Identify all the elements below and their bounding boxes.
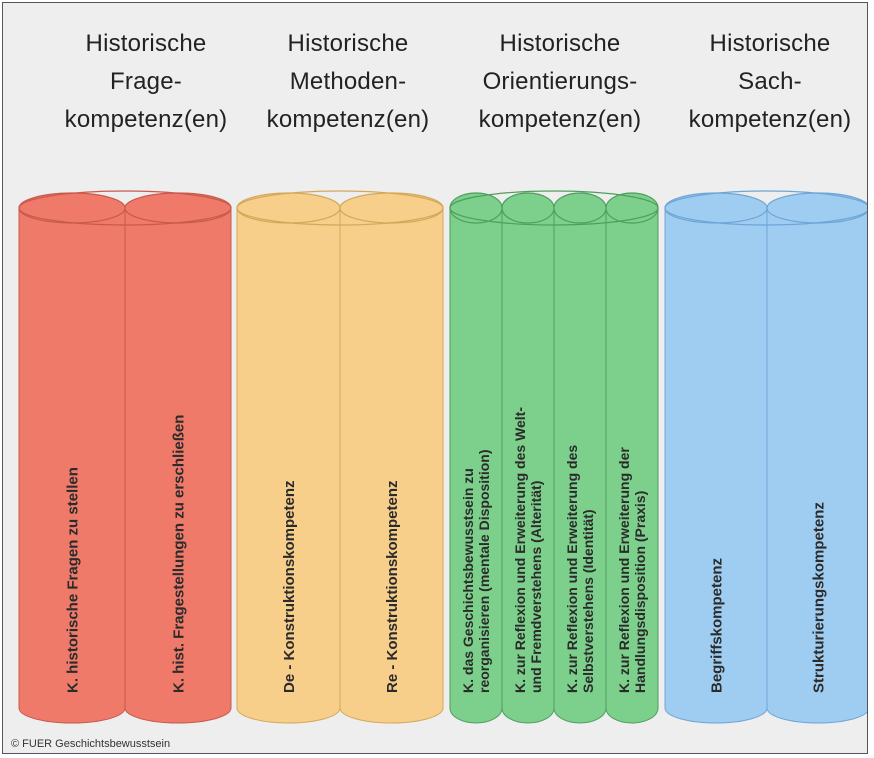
competence-label-line: K. das Geschichtsbewusstsein zu [460,468,476,693]
cylinder-top [339,192,444,224]
cylinder-group-methoden: De - Konstruktionskompetenz Re - Konstruk… [236,190,444,724]
column-title-orientierung: Historische Orientierungs- kompetenz(en) [455,25,665,139]
cylinder-body [124,207,232,724]
column-title-sach: Historische Sach- kompetenz(en) [665,25,867,139]
column-title-line: Historische [499,30,621,57]
column-title-line: Orientierungs- [482,68,638,95]
competence-label-line: Selbstverstehens (Identität) [580,509,596,693]
column-title-line: kompetenz(en) [688,106,852,133]
competence-label-line: K. zur Reflexion und Erweiterung der [616,447,632,693]
column-title-line: Historische [85,30,207,57]
column-title-line: kompetenz(en) [64,106,228,133]
competence-label-line: Handlungsdisposition (Praxis) [632,491,648,693]
cylinder-rim [449,190,659,226]
cylinder-body [449,207,503,724]
cylinder-top [664,192,768,224]
cylinder-group-sach: Begriffskompetenz Strukturierungskompeten… [664,190,867,724]
cylinder-body [553,207,607,724]
column-title-line: Sach- [738,68,802,95]
competence-label: Strukturierungskompetenz [810,502,827,693]
cylinder-body [18,207,126,724]
cylinder-rim [664,190,867,226]
copyright-notice: © FUER Geschichtsbewusstsein [11,738,171,750]
competence-label-line: reorganisieren (mentale Disposition) [476,450,492,694]
competence-label: K. hist. Fragestellungen zu erschließen [170,415,187,693]
cylinders-diagram: K. historische Fragen zu stellen K. hist.… [18,190,867,724]
cylinder-top [553,192,607,224]
cylinder-group-frage: K. historische Fragen zu stellen K. hist.… [18,190,232,724]
cylinder-body [236,207,341,724]
cylinder-top [18,192,126,224]
competence-label: Begriffskompetenz [708,558,725,693]
cylinder-top [449,192,503,224]
competence-label-line: Begriffskompetenz [708,558,725,693]
column-title-line: Historische [709,30,831,57]
cylinder-body [664,207,768,724]
column-title-line: Methoden- [289,68,407,95]
cylinder-group-orientierung: K. das Geschichtsbewusstsein zureorganis… [449,190,659,724]
cylinder-body [766,207,867,724]
column-title-line: Historische [287,30,409,57]
column-title-line: Frage- [110,68,182,95]
competence-label-line: K. hist. Fragestellungen zu erschließen [170,415,187,693]
competence-label: K. historische Fragen zu stellen [64,467,81,693]
competence-label: Re - Konstruktionskompetenz [384,480,401,693]
competence-label-line: K. zur Reflexion und Erweiterung des Wel… [512,407,528,693]
cylinder-body [501,207,555,724]
competence-label: K. zur Reflexion und Erweiterung des Wel… [512,407,544,693]
competence-label-line: De - Konstruktionskompetenz [281,480,298,693]
column-title-methoden: Historische Methoden- kompetenz(en) [243,25,453,139]
competence-label-line: Re - Konstruktionskompetenz [384,480,401,693]
competence-label: K. das Geschichtsbewusstsein zureorganis… [460,450,492,694]
cylinder-rim [236,190,444,226]
competence-label-line: Strukturierungskompetenz [810,502,827,693]
cylinder-body [605,207,659,724]
cylinder-top [766,192,867,224]
cylinder-top [501,192,555,224]
competence-label: K. zur Reflexion und Erweiterung desSelb… [564,445,596,693]
column-title-line: kompetenz(en) [266,106,430,133]
column-title-frage: Historische Frage- kompetenz(en) [41,25,251,139]
cylinder-top [236,192,341,224]
cylinder-top [605,192,659,224]
competence-label: De - Konstruktionskompetenz [281,480,298,693]
cylinder-rim [18,190,232,226]
competence-label-line: K. historische Fragen zu stellen [64,467,81,693]
cylinder-body [339,207,444,724]
competence-label-line: K. zur Reflexion und Erweiterung des [564,445,580,693]
competence-label-line: und Fremdverstehens (Alterität) [528,481,544,693]
competence-label: K. zur Reflexion und Erweiterung derHand… [616,447,648,693]
column-title-line: kompetenz(en) [478,106,642,133]
cylinder-top [124,192,232,224]
